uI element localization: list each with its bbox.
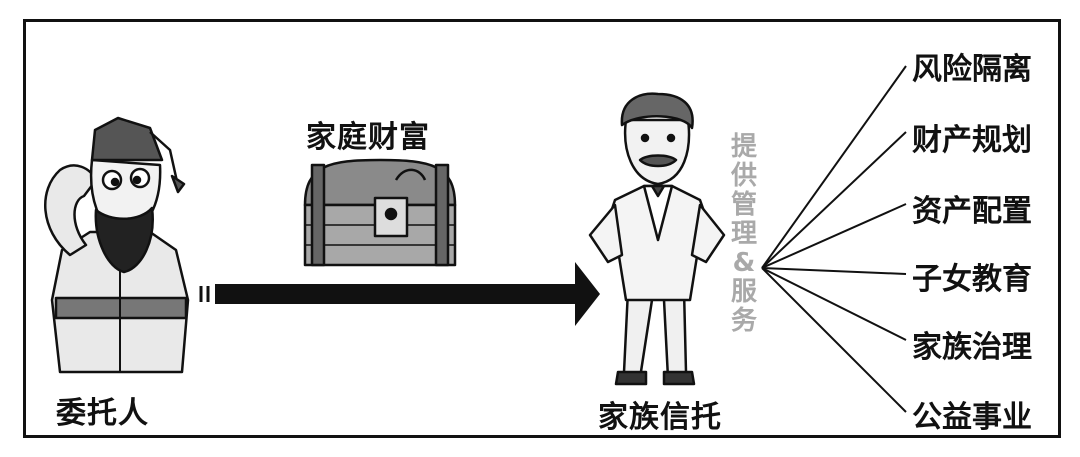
connector-line — [761, 267, 907, 275]
service-connectors — [761, 65, 907, 413]
transfer-arrow — [199, 262, 600, 326]
settlor-figure — [44, 116, 190, 374]
service-philanthropy: 公益事业 — [912, 400, 1032, 435]
service-asset-allocation: 资产配置 — [912, 194, 1032, 229]
service-family-governance: 家族治理 — [912, 330, 1032, 365]
trustee-figure — [588, 92, 726, 386]
settlor-label: 委托人 — [56, 396, 149, 431]
treasure-chest-icon — [303, 158, 457, 267]
service-child-education: 子女教育 — [912, 262, 1032, 297]
connector-line — [761, 131, 907, 269]
diagram-frame — [23, 19, 1061, 438]
connector-line — [761, 267, 907, 413]
trust-label: 家族信托 — [598, 400, 722, 435]
wealth-label: 家庭财富 — [306, 120, 430, 155]
service-risk-isolation: 风险隔离 — [912, 52, 1032, 87]
connector-line — [761, 65, 907, 269]
provides-label: 提供管理&服务 — [730, 132, 757, 336]
service-property-planning: 财产规划 — [912, 123, 1032, 158]
connector-line — [761, 267, 907, 341]
connector-line — [761, 203, 907, 269]
